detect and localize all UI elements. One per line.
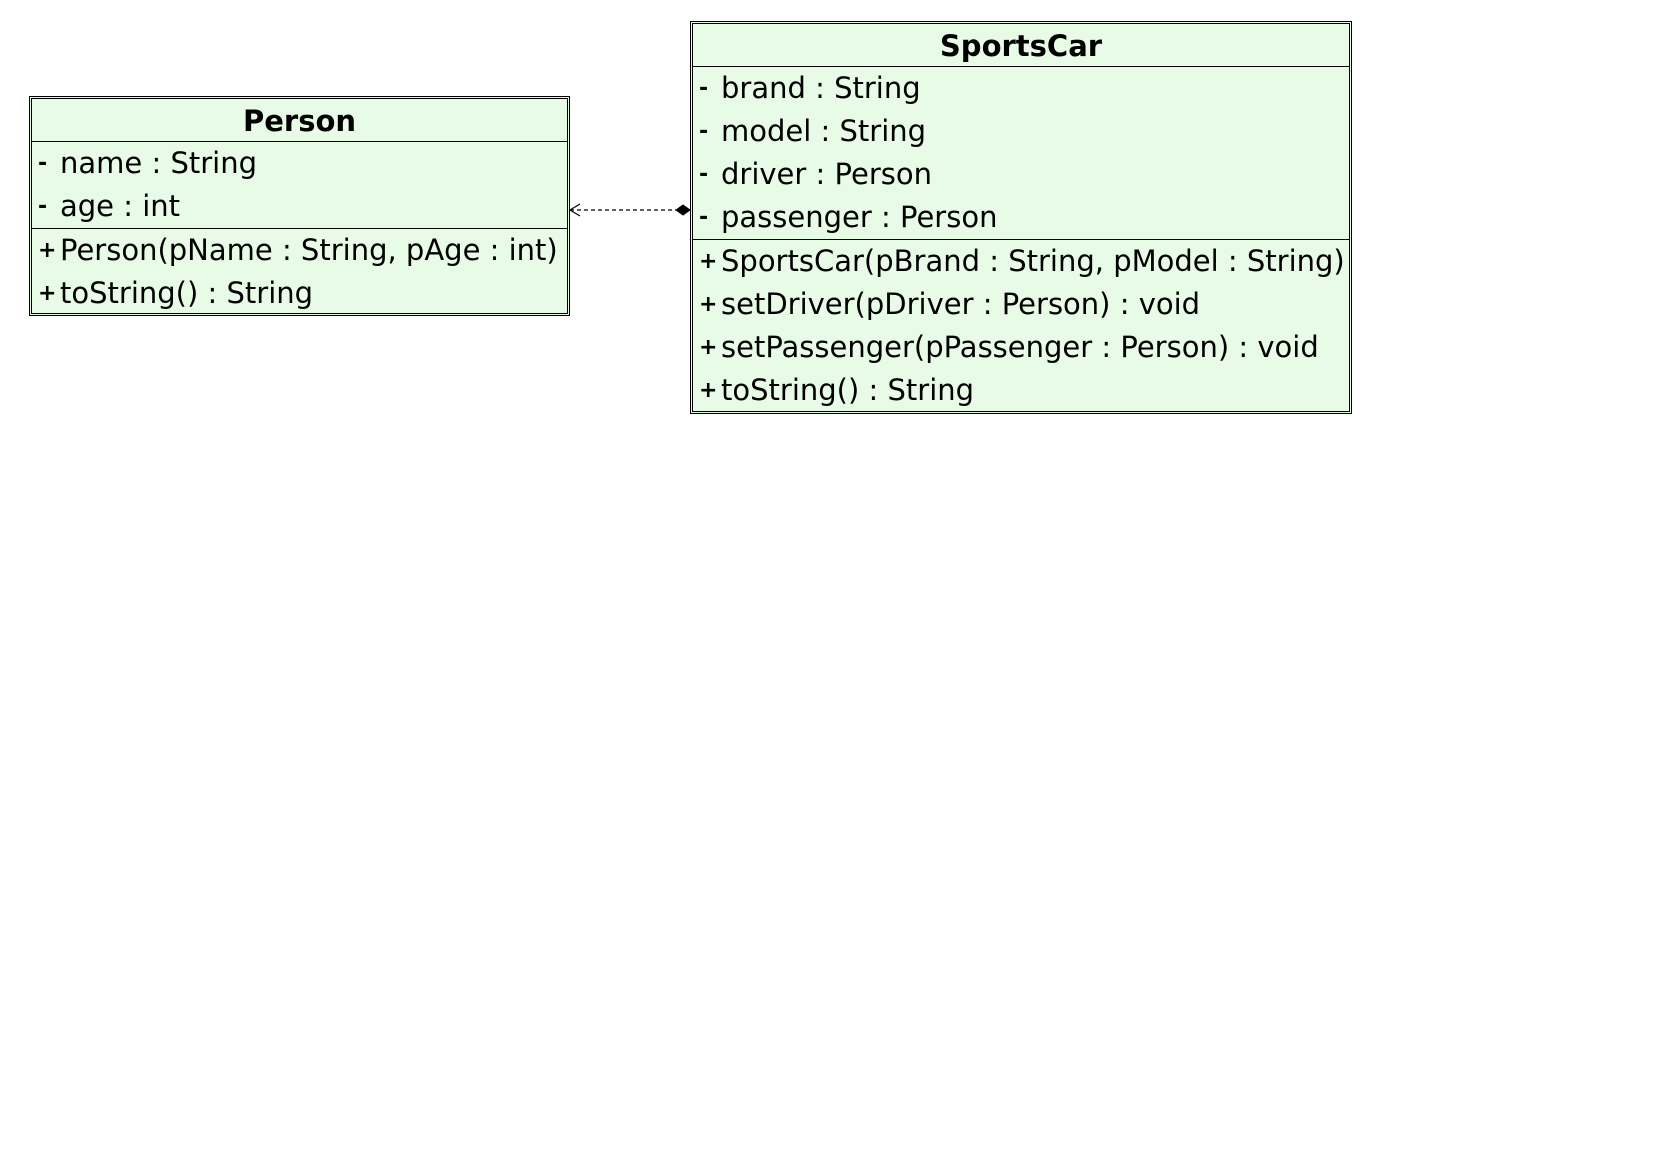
class-name-person: Person [32,99,567,142]
attribute-text: driver : Person [721,157,932,191]
operation-setdriver[interactable]: + setDriver(pDriver : Person) : void [693,283,1349,326]
attributes-compartment: - name : String - age : int [32,142,567,229]
arrowhead-open-icon [568,203,581,217]
operation-tostring[interactable]: + toString() : String [693,369,1349,412]
visibility-public: + [38,281,57,306]
visibility-public: + [38,238,57,263]
class-sportscar[interactable]: SportsCar - brand : String - model : Str… [690,21,1352,414]
operation-setpassenger[interactable]: + setPassenger(pPassenger : Person) : vo… [693,326,1349,369]
visibility-public: + [699,335,718,360]
attribute-text: passenger : Person [721,200,998,234]
attribute-text: brand : String [721,71,921,105]
visibility-public: + [699,249,718,274]
composition-diamond-icon [675,204,691,216]
operations-compartment: + Person(pName : String, pAge : int) + t… [32,229,567,315]
visibility-private: - [699,76,709,101]
attribute-text: name : String [60,146,257,180]
attribute-passenger[interactable]: - passenger : Person [693,196,1349,239]
operation-tostring[interactable]: + toString() : String [32,272,567,315]
operation-constructor[interactable]: + SportsCar(pBrand : String, pModel : St… [693,240,1349,283]
visibility-private: - [38,194,48,219]
operation-text: toString() : String [721,373,975,407]
visibility-private: - [699,162,709,187]
operation-constructor[interactable]: + Person(pName : String, pAge : int) [32,229,567,272]
visibility-public: + [699,292,718,317]
class-person[interactable]: Person - name : String - age : int + Per… [29,96,570,316]
visibility-private: - [38,151,48,176]
operation-text: toString() : String [60,276,314,310]
operation-text: setDriver(pDriver : Person) : void [721,287,1201,321]
attribute-brand[interactable]: - brand : String [693,67,1349,110]
visibility-private: - [699,119,709,144]
attribute-model[interactable]: - model : String [693,110,1349,153]
class-name-sportscar: SportsCar [693,24,1349,67]
operations-compartment: + SportsCar(pBrand : String, pModel : St… [693,240,1349,412]
attribute-name[interactable]: - name : String [32,142,567,185]
visibility-private: - [699,205,709,230]
operation-text: SportsCar(pBrand : String, pModel : Stri… [721,244,1345,278]
attributes-compartment: - brand : String - model : String - driv… [693,67,1349,240]
visibility-public: + [699,378,718,403]
attribute-text: age : int [60,189,181,223]
operation-text: setPassenger(pPassenger : Person) : void [721,330,1319,364]
operation-text: Person(pName : String, pAge : int) [60,233,558,267]
attribute-age[interactable]: - age : int [32,185,567,228]
attribute-text: model : String [721,114,927,148]
attribute-driver[interactable]: - driver : Person [693,153,1349,196]
